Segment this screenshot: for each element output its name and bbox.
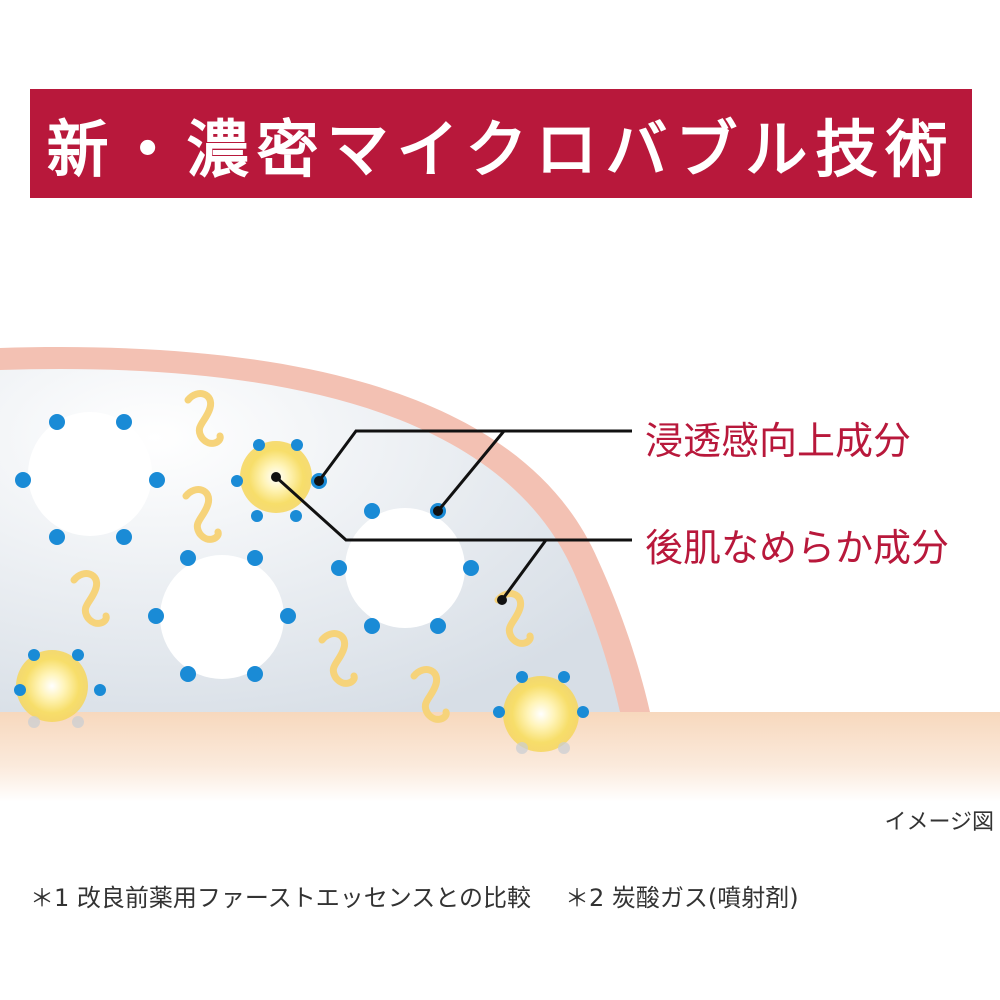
squiggle [318,630,358,687]
ingredient-dot [280,608,296,624]
ingredient-dot [558,671,570,683]
dome-body [0,369,620,712]
ingredient-dot [251,510,263,522]
ingredient-dot [364,503,380,519]
ingredient-dot [49,414,65,430]
ingredient-dot [253,439,265,451]
ingredient-dot [15,472,31,488]
gas-bubble [503,676,579,752]
leader-dot [497,595,507,605]
squiggle [70,570,110,627]
leader-dot [433,506,443,516]
ingredient-dot [116,529,132,545]
ingredient-dot [180,666,196,682]
squiggle [494,590,534,647]
ingredient-dot [331,560,347,576]
white-bubble [28,412,152,536]
ingredient-dot [28,649,40,661]
leader-line-penetration-a [317,429,632,482]
squiggle [410,666,450,723]
skin-layer [0,712,1000,802]
ingredient-dot [94,684,106,696]
squiggle [182,486,222,543]
ingredient-dot [430,618,446,634]
ingredient-dot [364,618,380,634]
ingredient-dot [72,649,84,661]
footnote-2: ＊2 炭酸ガス(噴射剤) [564,884,799,912]
ingredient-dot [148,608,164,624]
leader-dot [314,476,324,486]
label-smoothing-ingredient: 後肌なめらか成分 [645,526,950,570]
ingredient-dot [49,529,65,545]
faded-dot [72,716,84,728]
ingredient-dot [493,706,505,718]
leader-line-smooth-a [274,475,632,542]
white-bubble [345,508,465,628]
leader-line-penetration-b [436,430,506,512]
title-banner: 新・濃密マイクロバブル技術 [30,89,972,198]
label-penetration-ingredient: 浸透感向上成分 [645,419,912,463]
ingredient-dot [180,550,196,566]
footnote-1: ＊1 改良前薬用ファーストエッセンスとの比較 [30,884,531,912]
image-caption: イメージ図 [884,810,994,835]
leader-line-smooth-b [500,539,548,601]
ingredient-dot [577,706,589,718]
ingredient-dot [116,414,132,430]
faded-dot [28,716,40,728]
ingredient-dot [516,671,528,683]
squiggle [184,390,224,447]
ingredient-dot [463,560,479,576]
ingredient-dot [149,472,165,488]
white-bubble [160,555,284,679]
ingredient-dot [231,475,243,487]
ingredient-dot [291,439,303,451]
leader-dot [271,472,281,482]
ingredient-dot [290,510,302,522]
footnotes: ＊1 改良前薬用ファーストエッセンスとの比較 ＊2 炭酸ガス(噴射剤) [30,878,799,913]
ingredient-dot [247,666,263,682]
gas-bubble [16,650,88,722]
ingredient-dot [14,684,26,696]
faded-dot [558,742,570,754]
banner-title: 新・濃密マイクロバブル技術 [46,112,956,186]
ingredient-dot [247,550,263,566]
faded-dot [516,742,528,754]
